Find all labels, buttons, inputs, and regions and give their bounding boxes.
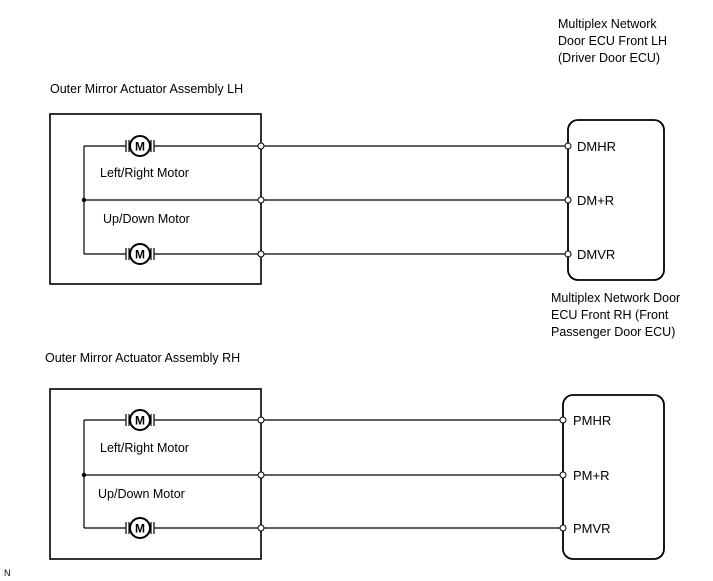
lh-ecu-label-line-1: Multiplex Network xyxy=(558,17,657,31)
lh-ecu-label-line-2: Door ECU Front LH xyxy=(558,34,667,48)
lh-junction-node xyxy=(81,197,87,203)
rh-assembly-box xyxy=(49,388,262,560)
rh-motor-bottom-icon: M xyxy=(125,517,155,539)
lh-pin-label-1: DMHR xyxy=(577,139,616,154)
rh-junction-node xyxy=(81,472,87,478)
lh-ecu-terminal-1 xyxy=(564,142,572,150)
rh-motor-bottom-label: Up/Down Motor xyxy=(98,487,185,501)
corner-mark: N xyxy=(4,568,11,578)
rh-assembly-terminal-1 xyxy=(257,416,265,424)
lh-section: Multiplex Network Door ECU Front LH (Dri… xyxy=(49,17,667,285)
rh-motor-top-icon: M xyxy=(125,409,155,431)
lh-assembly-box xyxy=(49,113,262,285)
rh-section: Multiplex Network Door ECU Front RH (Fro… xyxy=(45,291,680,560)
lh-pin-label-2: DM+R xyxy=(577,193,614,208)
lh-assembly-terminal-1 xyxy=(257,142,265,150)
lh-motor-top-symbol: M xyxy=(135,140,145,154)
lh-pin-label-3: DMVR xyxy=(577,247,615,262)
rh-motor-bottom-symbol: M xyxy=(135,522,145,536)
rh-assembly-terminal-3 xyxy=(257,524,265,532)
rh-pin-label-2: PM+R xyxy=(573,468,609,483)
rh-ecu-terminal-3 xyxy=(559,524,567,532)
rh-assembly-label: Outer Mirror Actuator Assembly RH xyxy=(45,351,240,365)
lh-ecu-label-line-3: (Driver Door ECU) xyxy=(558,51,660,65)
rh-ecu-terminal-2 xyxy=(559,471,567,479)
lh-ecu-terminal-3 xyxy=(564,250,572,258)
rh-ecu-label-line-1: Multiplex Network Door xyxy=(551,291,680,305)
lh-internal-wiring xyxy=(83,145,261,255)
rh-motor-top-symbol: M xyxy=(135,414,145,428)
lh-motor-top-icon: M xyxy=(125,135,155,157)
lh-assembly-terminal-3 xyxy=(257,250,265,258)
lh-motor-bottom-symbol: M xyxy=(135,248,145,262)
lh-motor-bottom-label: Up/Down Motor xyxy=(103,212,190,226)
lh-motor-top-label: Left/Right Motor xyxy=(100,166,189,180)
rh-assembly-terminal-2 xyxy=(257,471,265,479)
lh-motor-bottom-icon: M xyxy=(125,243,155,265)
rh-internal-wiring xyxy=(83,419,261,529)
lh-assembly-terminal-2 xyxy=(257,196,265,204)
rh-motor-top-label: Left/Right Motor xyxy=(100,441,189,455)
lh-assembly-label: Outer Mirror Actuator Assembly LH xyxy=(50,82,243,96)
rh-ecu-label-line-3: Passenger Door ECU) xyxy=(551,325,675,339)
rh-pin-label-3: PMVR xyxy=(573,521,611,536)
lh-ecu-terminal-2 xyxy=(564,196,572,204)
rh-ecu-terminal-1 xyxy=(559,416,567,424)
rh-ecu-label-line-2: ECU Front RH (Front xyxy=(551,308,669,322)
rh-pin-label-1: PMHR xyxy=(573,413,611,428)
